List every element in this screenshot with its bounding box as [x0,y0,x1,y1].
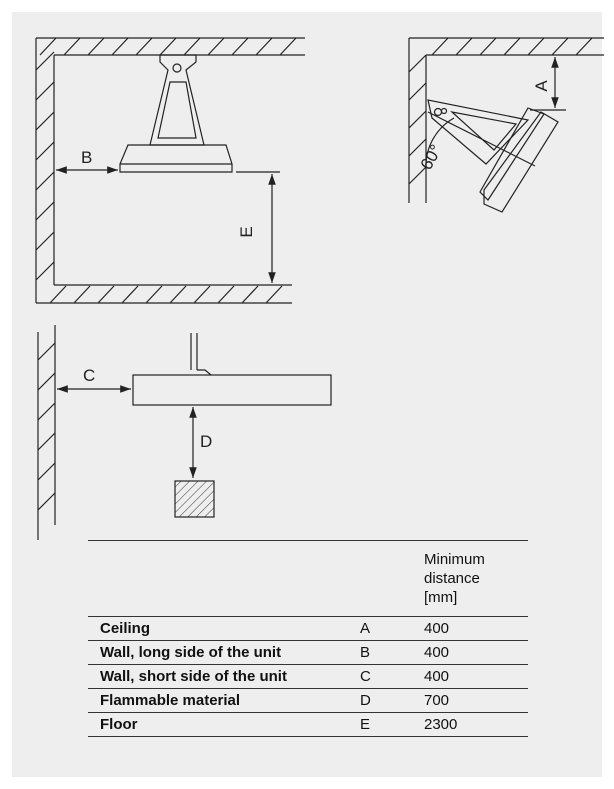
heater-unit [119,144,233,173]
side-view [37,325,332,540]
row-code: E [360,712,424,737]
room-view-ceiling-mount [35,37,305,304]
row-code: B [360,640,424,665]
row-label: Wall, short side of the unit [88,664,360,689]
row-value: 400 [424,664,528,689]
row-code: A [360,616,424,641]
row-label: Ceiling [88,616,360,641]
flammable-material-block [174,480,215,518]
row-label: Wall, long side of the unit [88,640,360,665]
header-code [360,540,424,617]
ceiling-corner-hatch [409,37,604,56]
wall-corner-hatch [408,38,427,203]
dim-label-A: A [532,80,551,92]
header-label [88,540,360,617]
tilted-bracket [427,99,530,165]
angle-label: 60° [417,141,446,173]
side-wall [37,325,56,540]
dim-label-E: E [237,226,256,237]
table-row: Wall, long side of the unit B 400 [88,640,528,665]
table-row: Ceiling A 400 [88,616,528,641]
table-row: Wall, short side of the unit C 400 [88,664,528,689]
row-value: 2300 [424,712,528,737]
header-minimum-distance: Minimum distance [mm] [424,540,528,617]
row-value: 400 [424,640,528,665]
row-code: D [360,688,424,713]
tilted-heater-unit [483,111,559,213]
row-value: 400 [424,616,528,641]
row-code: C [360,664,424,689]
dim-label-B: B [81,148,92,167]
table-row: Floor E 2300 [88,712,528,737]
dim-label-C: C [83,366,95,385]
bracket [149,54,205,146]
dim-label-D: D [200,432,212,451]
table-header-row: Minimum distance [mm] [88,540,528,617]
row-label: Flammable material [88,688,360,713]
left-wall [35,38,55,303]
clearance-table: Minimum distance [mm] Ceiling A 400 Wall… [88,540,528,737]
row-label: Floor [88,712,360,737]
row-value: 700 [424,688,528,713]
table-row: Flammable material D 700 [88,688,528,713]
floor-hatch [36,284,292,304]
side-heater-unit [132,374,332,406]
wall-mount-view [408,37,604,213]
